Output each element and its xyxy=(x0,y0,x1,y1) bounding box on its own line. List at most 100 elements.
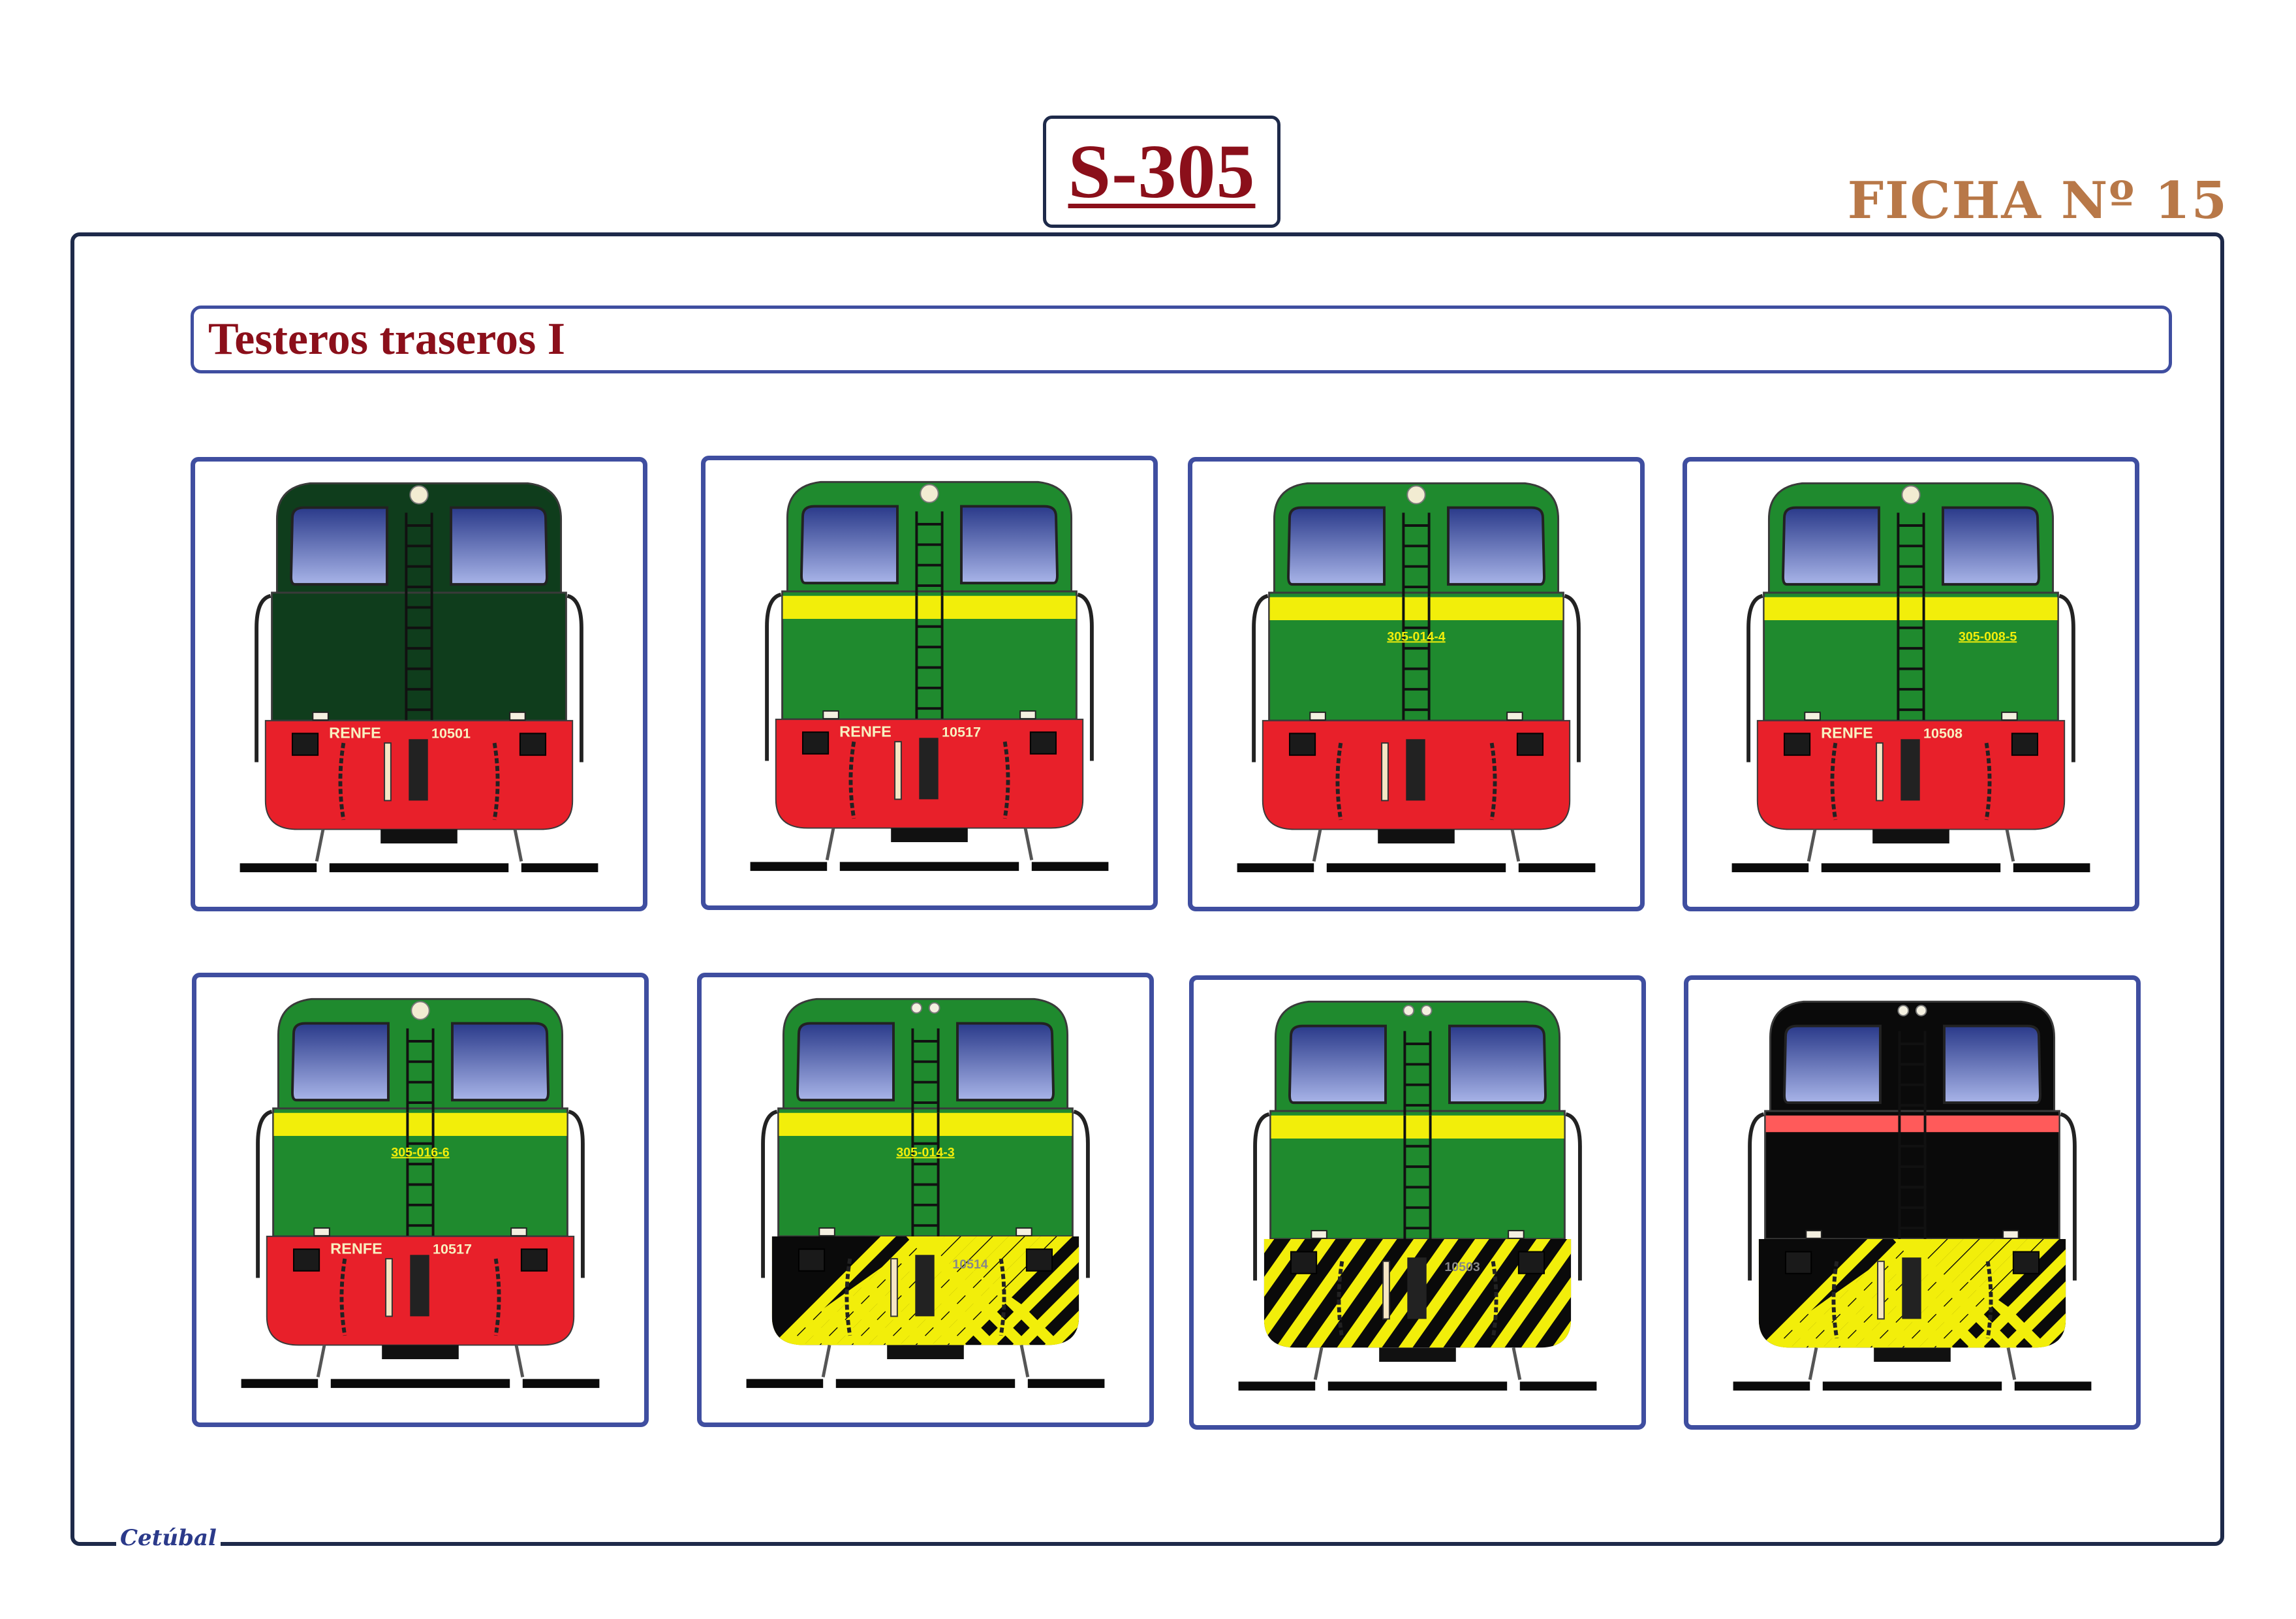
window-left xyxy=(1783,1024,1882,1105)
tail-lamp-left xyxy=(1311,1230,1327,1239)
brake-hose-left xyxy=(890,1258,898,1317)
running-number: 10514 xyxy=(952,1257,988,1272)
hazard-stripe xyxy=(2031,1238,2066,1348)
rail-center xyxy=(329,863,509,873)
coupler-hook xyxy=(1900,739,1920,801)
rail-center xyxy=(1821,863,2001,873)
cab-number: 305-016-6 xyxy=(391,1145,449,1159)
tail-lamp-right xyxy=(1016,1227,1032,1236)
handrail-left xyxy=(1252,593,1269,762)
axle-left xyxy=(1313,1347,1324,1380)
tail-lamp-left xyxy=(312,712,329,721)
headlamp-left xyxy=(1403,1005,1415,1016)
tail-lamp-left xyxy=(313,1227,330,1236)
rail-center xyxy=(839,862,1019,872)
locomotive-10503-card: 10503 xyxy=(1189,975,1646,1430)
axle-right xyxy=(1510,828,1521,862)
skirt xyxy=(891,828,968,842)
hazard-stripe xyxy=(820,1236,945,1345)
chain-right xyxy=(1984,742,1992,821)
axle-right xyxy=(1019,1344,1030,1377)
brake-hose-left xyxy=(1381,742,1389,802)
window-right xyxy=(1448,1024,1547,1105)
handrail-right xyxy=(568,1109,585,1278)
axle-left xyxy=(1312,828,1322,862)
rail-right xyxy=(2013,863,2090,873)
window-left xyxy=(1287,506,1386,586)
yellow-stripe xyxy=(1271,1115,1564,1139)
locomotive-10517-card: RENFE 10517 xyxy=(701,456,1158,910)
brake-hose-left xyxy=(1382,1261,1390,1320)
tail-lamp-left xyxy=(1805,1230,1822,1239)
renfe-label: RENFE xyxy=(839,723,892,740)
hazard-stripe xyxy=(1306,1238,1397,1348)
hazard-stripe xyxy=(931,1236,1056,1345)
axle-left xyxy=(1808,1347,1818,1380)
locomotive-drawing: RENFE 10517 xyxy=(750,480,1109,872)
window-right xyxy=(956,1022,1055,1102)
chain-right xyxy=(1002,741,1010,819)
running-number: 10517 xyxy=(942,723,981,740)
rail-right xyxy=(521,863,598,873)
handrail-right xyxy=(2058,593,2075,762)
locomotive-305-014-card: 305-014-4 xyxy=(1188,457,1645,911)
rail-center xyxy=(1327,1381,1508,1391)
coupler-hook xyxy=(410,1255,429,1317)
tail-lamp-left xyxy=(1804,712,1821,721)
handrail-left xyxy=(255,593,271,762)
handrail-right xyxy=(2060,1112,2077,1281)
cab-number: 305-014-3 xyxy=(896,1145,954,1159)
rail-right xyxy=(1031,862,1109,872)
skirt xyxy=(1872,829,1949,843)
buffer-right xyxy=(1516,732,1544,756)
chain-left xyxy=(845,1258,852,1336)
chain-left xyxy=(848,741,856,819)
running-number: 10508 xyxy=(1923,725,1962,741)
hazard-stripe xyxy=(1012,1236,1079,1345)
chain-right xyxy=(1491,1261,1498,1339)
hazard-stripe xyxy=(1886,1238,2011,1348)
headlamp-left xyxy=(910,1002,923,1014)
buffer-left xyxy=(292,1248,320,1272)
hazard-stripe xyxy=(1839,1238,1964,1348)
handrail-right xyxy=(566,593,583,762)
yellow-stripe xyxy=(1764,597,2058,621)
locomotive-black-card xyxy=(1684,975,2141,1430)
handrail-left xyxy=(1748,1112,1765,1281)
axle-left xyxy=(825,827,835,860)
renfe-label: RENFE xyxy=(1821,724,1873,741)
hazard-stripe xyxy=(1967,1238,2066,1348)
yellow-stripe xyxy=(779,1112,1072,1137)
skirt xyxy=(887,1345,964,1359)
hazard-stripe xyxy=(1044,1236,1079,1345)
title-box: S-305 xyxy=(1043,116,1280,228)
rail-right xyxy=(1518,863,1596,873)
signature: Cetúbal xyxy=(116,1525,221,1551)
brake-hose-left xyxy=(894,741,902,800)
handrail-left xyxy=(256,1109,273,1278)
running-number: 10503 xyxy=(1444,1260,1480,1274)
handrail-right xyxy=(1564,593,1581,762)
window-right xyxy=(1943,1024,2041,1105)
headlamp-right xyxy=(1915,1005,1927,1016)
rail-left xyxy=(1238,1381,1316,1391)
tail-lamp-left xyxy=(822,710,839,719)
hazard-stripe xyxy=(1429,1238,1520,1348)
chain-left xyxy=(1337,1261,1344,1339)
hazard-stripe xyxy=(1999,1238,2066,1348)
buffer-right xyxy=(2011,732,2039,756)
chain-right xyxy=(1985,1261,1993,1339)
tail-lamp-left xyxy=(818,1227,835,1236)
handrail-left xyxy=(1746,593,1763,762)
coupler-hook xyxy=(1406,739,1425,801)
chain-right xyxy=(493,1258,501,1336)
tail-lamp-right xyxy=(2001,712,2018,721)
handrail-left xyxy=(761,1109,778,1278)
sheet-number: FICHA Nº 15 xyxy=(1847,171,2228,230)
rail-right xyxy=(1027,1379,1105,1389)
hazard-stripe xyxy=(1490,1238,1572,1348)
content-frame xyxy=(70,232,2224,1546)
hazard-stripe xyxy=(2085,1239,2136,1348)
